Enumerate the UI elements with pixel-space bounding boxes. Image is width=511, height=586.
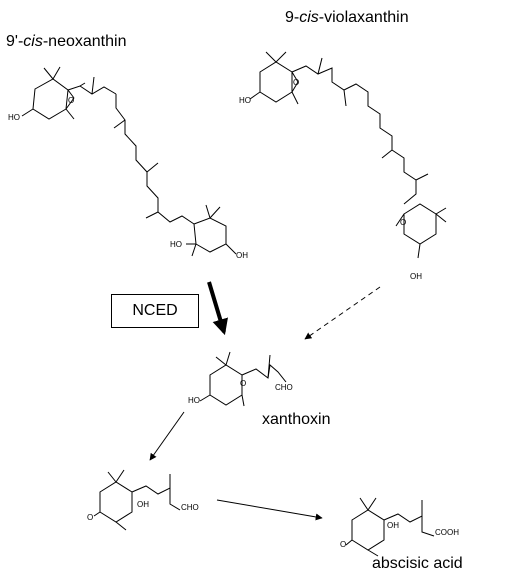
neoxanthin-structure xyxy=(21,66,237,257)
intermediate-structure xyxy=(93,469,181,531)
violaxanthin-epoxide-o2-label: O xyxy=(400,218,407,227)
xanthoxin-epoxide-o-label: O xyxy=(240,379,247,388)
neoxanthin-epoxide-o-label: O xyxy=(68,96,75,105)
abscisic-acid-label: abscisic acid xyxy=(372,555,463,572)
nced-enzyme-box: NCED xyxy=(111,294,199,328)
aba-ketone-o-label: O xyxy=(340,540,347,549)
aba-cooh-label: COOH xyxy=(435,528,459,537)
abscisic-acid-structure xyxy=(345,497,435,557)
nced-label: NCED xyxy=(132,302,178,319)
neoxanthin-ho-label: HO xyxy=(8,113,20,122)
intermediate-to-aba-arrow xyxy=(216,499,323,521)
xanthoxin-structure xyxy=(199,351,287,407)
xanthoxin-ho-label: HO xyxy=(188,396,200,405)
intermediate-oh-label: OH xyxy=(137,500,149,509)
violaxanthin-ho-label: HO xyxy=(239,96,251,105)
intermediate-cho-label: CHO xyxy=(181,503,199,512)
intermediate-ketone-o-label: O xyxy=(87,513,94,522)
violaxanthin-dashed-arrow xyxy=(304,286,381,340)
violaxanthin-epoxide-o-label: O xyxy=(293,78,300,87)
neoxanthin-ho2-label: HO xyxy=(170,240,182,249)
violaxanthin-structure xyxy=(249,51,447,259)
neoxanthin-label: 9'-cis-neoxanthin xyxy=(6,33,127,50)
xanthoxin-label: xanthoxin xyxy=(262,411,331,428)
violaxanthin-label: 9-cis-violaxanthin xyxy=(285,9,409,26)
violaxanthin-oh-label: OH xyxy=(410,272,422,281)
nced-main-arrow xyxy=(207,281,228,336)
aba-oh-label: OH xyxy=(387,521,399,530)
xanthoxin-cho-label: CHO xyxy=(275,383,293,392)
neoxanthin-oh-label: OH xyxy=(236,251,248,260)
xanthoxin-to-intermediate-arrow xyxy=(149,411,185,461)
